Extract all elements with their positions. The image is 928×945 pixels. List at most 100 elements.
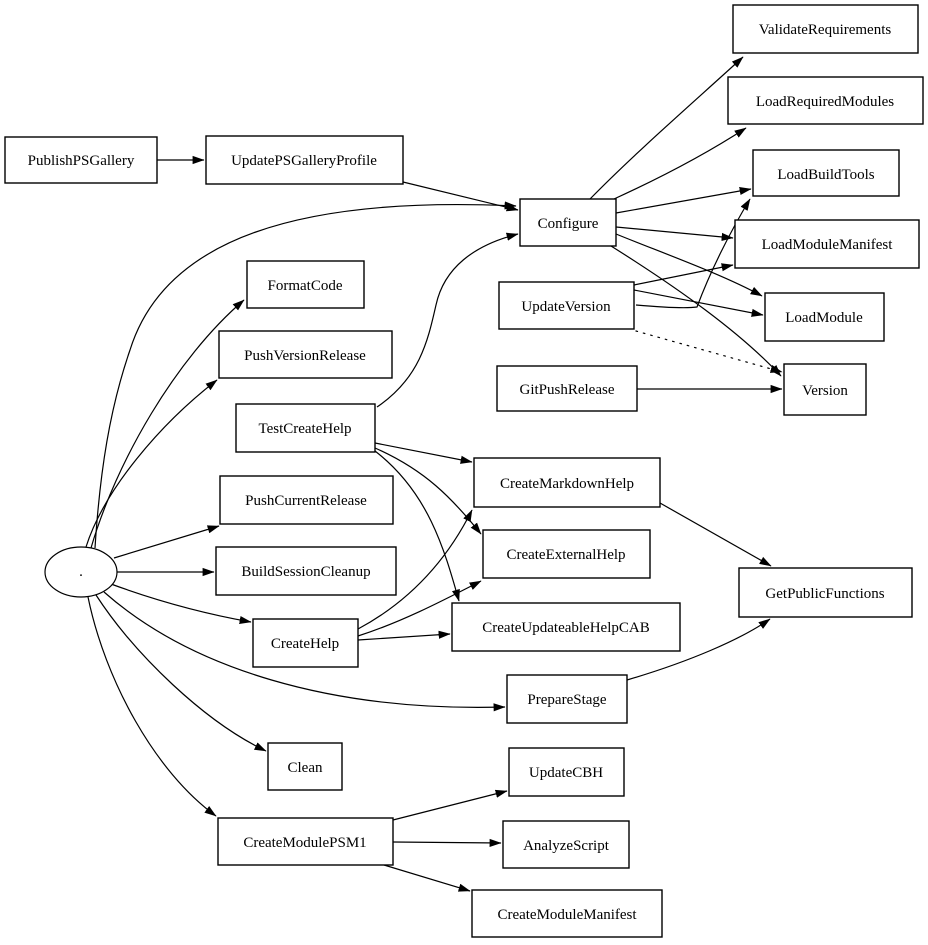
node-label: Configure (538, 216, 599, 232)
node-label: CreateExternalHelp (506, 547, 625, 563)
node-loadmodulemanifest: LoadModuleManifest (734, 219, 920, 269)
node-box (738, 567, 913, 618)
node-box (508, 747, 625, 797)
node-box (451, 602, 681, 652)
node-createhelp: CreateHelp (252, 618, 359, 668)
edge-testcreatehelp-to-configure (376, 232, 519, 408)
node-createmodulemanifest: CreateModuleManifest (471, 889, 663, 938)
node-updatecbh: UpdateCBH (508, 747, 625, 797)
node-box (764, 292, 885, 342)
node-updateversion: UpdateVersion (498, 281, 635, 330)
node-validaterequirements: ValidateRequirements (732, 4, 919, 54)
node-label: CreateHelp (271, 636, 339, 652)
node-label: CreateUpdateableHelpCAB (482, 620, 649, 636)
edge-configure-to-loadmodule (615, 233, 763, 297)
node-clean: Clean (267, 742, 343, 791)
node-box (471, 889, 663, 938)
node-label: PrepareStage (527, 692, 606, 708)
node-label: Clean (288, 760, 323, 776)
node-box (219, 475, 394, 525)
edge-createhelp-to-createupdateablehelpcab (357, 630, 451, 641)
node-updatepsgalleryprofile: UpdatePSGalleryProfile (205, 135, 404, 185)
node-box (205, 135, 404, 185)
node-label: TestCreateHelp (258, 421, 351, 437)
edge-updateversion-to-loadmodule (633, 289, 764, 317)
edge-createmodulepsm1-to-createmodulemanifest (383, 864, 471, 892)
edge-preparestage-to-getpublicfunctions (626, 618, 771, 681)
edge-testcreatehelp-to-createupdateablehelpcab (374, 450, 460, 602)
node-box (482, 529, 651, 579)
node-formatcode: FormatCode (246, 260, 365, 309)
node-box (783, 363, 867, 416)
node-box (519, 198, 617, 247)
node-publishpsgallery: PublishPSGallery (4, 136, 158, 184)
node-label: CreateMarkdownHelp (500, 476, 634, 492)
node-box (215, 546, 397, 596)
node-root: . (44, 546, 118, 598)
node-box (252, 618, 359, 668)
edge-configure-to-validaterequirements (589, 56, 744, 200)
edge-root-to-configure (94, 201, 517, 549)
edge-updatepsgalleryprofile-to-configure (402, 181, 519, 212)
edge-root-to-createhelp (110, 583, 252, 625)
node-box (496, 365, 638, 412)
node-label: GitPushRelease (520, 382, 615, 398)
node-label: UpdatePSGalleryProfile (231, 153, 377, 169)
node-label: LoadRequiredModules (756, 94, 894, 110)
edge-root-to-pushcurrentrelease (113, 525, 220, 559)
edge-createhelp-to-createmarkdownhelp (357, 509, 473, 630)
root-label: . (79, 564, 83, 580)
node-label: ValidateRequirements (759, 22, 892, 38)
edge-configure-to-loadrequiredmodules (613, 127, 747, 200)
node-label: LoadBuildTools (777, 167, 874, 183)
node-box (235, 403, 376, 453)
node-testcreatehelp: TestCreateHelp (235, 403, 376, 453)
node-preparestage: PrepareStage (506, 674, 628, 724)
node-label: PublishPSGallery (28, 153, 135, 169)
edge-configure-to-version (610, 245, 782, 377)
node-box (473, 457, 661, 508)
node-box (506, 674, 628, 724)
node-label: GetPublicFunctions (765, 586, 884, 602)
node-box (752, 149, 900, 197)
node-box (4, 136, 158, 184)
node-label: PushVersionRelease (244, 348, 366, 364)
edge-root-to-pushversionrelease (85, 379, 218, 548)
edge-testcreatehelp-to-createmarkdownhelp (374, 442, 473, 464)
node-label: Version (802, 383, 848, 399)
edge-testcreatehelp-to-createexternalhelp (374, 447, 482, 535)
edge-updateversion-to-loadmodulemanifest (633, 263, 734, 286)
edge-createmodulepsm1-to-updatecbh (392, 789, 508, 821)
node-box (734, 219, 920, 269)
node-label: UpdateCBH (529, 765, 603, 781)
edge-configure-to-loadbuildtools (615, 186, 752, 214)
edge-createhelp-to-createexternalhelp (357, 580, 482, 637)
edge-updateversion-to-version-dotted (635, 330, 783, 373)
node-loadrequiredmodules: LoadRequiredModules (727, 76, 924, 125)
node-box (502, 820, 630, 869)
node-createmarkdownhelp: CreateMarkdownHelp (473, 457, 661, 508)
edge-createmodulepsm1-to-analyzescript (392, 838, 502, 847)
node-loadbuildtools: LoadBuildTools (752, 149, 900, 197)
edge-configure-to-loadmodulemanifest (615, 226, 734, 241)
node-configure: Configure (519, 198, 617, 247)
edge-root-to-preparestage (103, 591, 506, 712)
node-label: AnalyzeScript (523, 838, 610, 854)
edge-root-to-formatcode (90, 299, 245, 549)
node-label: LoadModule (785, 310, 863, 326)
node-analyzescript: AnalyzeScript (502, 820, 630, 869)
root-ellipse (44, 546, 118, 598)
node-box (246, 260, 365, 309)
node-label: PushCurrentRelease (245, 493, 367, 509)
node-box (267, 742, 343, 791)
edge-layer (85, 56, 783, 892)
node-loadmodule: LoadModule (764, 292, 885, 342)
node-pushcurrentrelease: PushCurrentRelease (219, 475, 394, 525)
node-buildsessioncleanup: BuildSessionCleanup (215, 546, 397, 596)
node-box (217, 817, 394, 866)
node-getpublicfunctions: GetPublicFunctions (738, 567, 913, 618)
node-label: FormatCode (268, 278, 343, 294)
edge-root-to-clean (95, 594, 267, 752)
